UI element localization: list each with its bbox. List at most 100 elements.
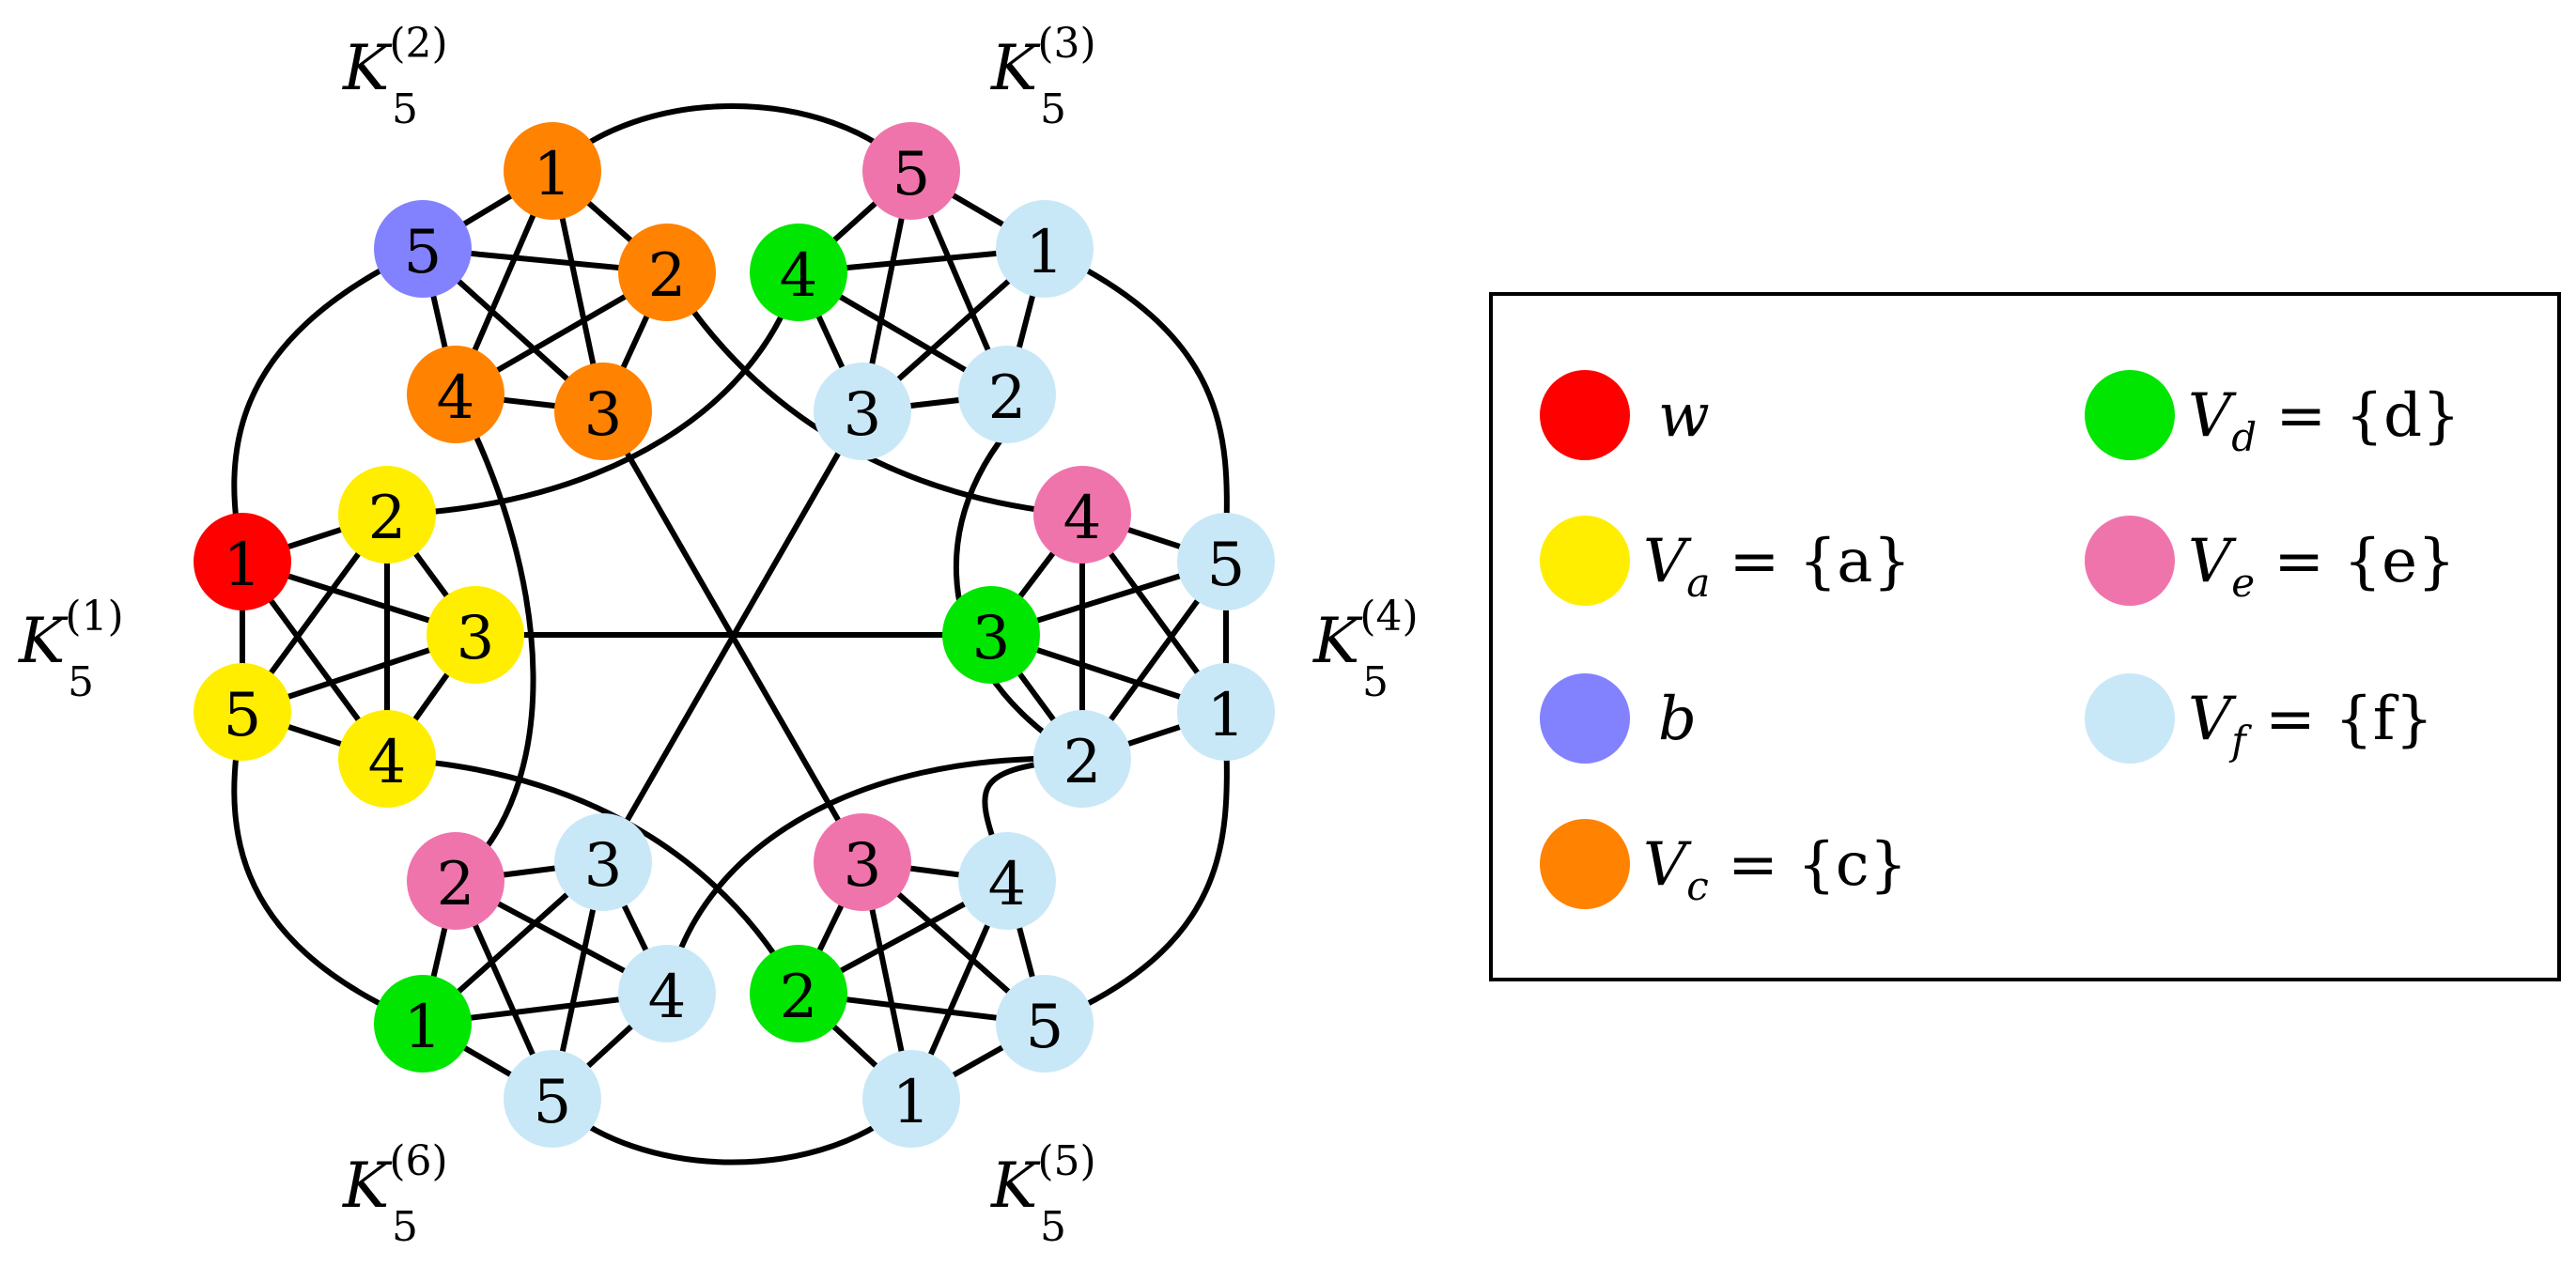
node-label: 1: [1026, 218, 1064, 287]
node-label: 3: [584, 831, 623, 901]
legend-swatch: [2085, 673, 2175, 764]
legend-label: Va = {a}: [1643, 527, 1911, 606]
group-label: K(1)5: [18, 593, 124, 706]
node-label: 1: [892, 1068, 931, 1137]
connecting-edge: [384, 270, 801, 517]
graph-node: 5: [1177, 513, 1275, 610]
connecting-edge: [600, 409, 865, 865]
group-label: K(5)5: [990, 1137, 1096, 1251]
node-circle: [618, 224, 716, 321]
node-label: 5: [404, 218, 442, 287]
node-circle: [338, 710, 436, 808]
node-circle: [942, 586, 1040, 684]
node-label: 1: [224, 531, 262, 600]
node-label: 4: [368, 728, 407, 797]
graph-node: 1: [1177, 663, 1275, 761]
node-label: 3: [457, 604, 495, 673]
node-circle: [194, 663, 291, 761]
node-circle: [750, 224, 847, 321]
node-label: 2: [648, 241, 687, 311]
node-circle: [374, 975, 472, 1073]
node-circle: [427, 586, 524, 684]
graph-node: 2: [958, 346, 1056, 443]
node-label: 1: [534, 140, 572, 209]
legend-entry: Vd = {d}: [2085, 370, 2460, 460]
graph-node: 4: [407, 346, 504, 443]
legend-entry: Vf = {f}: [2085, 673, 2433, 764]
node-circle: [862, 1050, 960, 1148]
node-label: 3: [584, 380, 623, 450]
node-circle: [504, 1050, 601, 1148]
node-label: 2: [780, 963, 818, 1032]
node-circle: [554, 363, 652, 460]
connecting-edge: [550, 103, 914, 174]
legend-label: w: [1658, 381, 1710, 451]
node-label: 3: [844, 831, 882, 901]
graph-node: 2: [618, 224, 716, 321]
node-circle: [814, 813, 911, 911]
graph-node: 4: [958, 832, 1056, 930]
legend-entry: w: [1540, 370, 1710, 460]
node-label: 2: [437, 850, 475, 919]
node-label: 5: [534, 1068, 572, 1137]
node-label: 5: [1207, 531, 1246, 600]
node-label: 4: [648, 963, 687, 1032]
legend-label: Ve = {e}: [2188, 527, 2456, 606]
graph-node: 3: [942, 586, 1040, 684]
graph-node: 5: [504, 1050, 601, 1148]
legend-entry: Vc = {c}: [1540, 819, 1907, 909]
legend-label: Vf = {f}: [2188, 685, 2433, 764]
graph-node: 1: [504, 122, 601, 220]
legend-entry: Va = {a}: [1540, 516, 1911, 606]
node-circle: [618, 945, 716, 1042]
legend-label: Vd = {d}: [2188, 381, 2460, 460]
node-label: 2: [1063, 728, 1102, 797]
node-circle: [407, 346, 504, 443]
group-label: K(2)5: [342, 20, 448, 133]
node-label: 5: [892, 140, 931, 209]
connecting-edge: [453, 392, 536, 884]
graph-node: 1: [374, 975, 472, 1073]
graph-node: 5: [996, 975, 1094, 1073]
node-label: 4: [437, 363, 475, 433]
node-label: 1: [1207, 681, 1246, 750]
graph-node: 3: [814, 813, 911, 911]
legend-swatch: [1540, 516, 1630, 606]
legend-swatch: [2085, 516, 2175, 606]
node-circle: [504, 122, 601, 220]
graph-node: 1: [194, 513, 291, 610]
graph-node: 5: [862, 122, 960, 220]
graph-node: 3: [554, 813, 652, 911]
node-label: 2: [988, 363, 1027, 433]
legend-box: [1489, 292, 2561, 981]
graph-node: 1: [996, 200, 1094, 298]
legend-label: Vc = {c}: [1643, 830, 1907, 909]
node-circle: [996, 200, 1094, 298]
connecting-edge: [664, 755, 1085, 996]
group-label: K(3)5: [990, 20, 1096, 133]
node-circle: [407, 832, 504, 930]
graph-node: 4: [618, 945, 716, 1042]
graph-node: 3: [814, 363, 911, 460]
node-label: 4: [988, 850, 1027, 919]
legend-swatch: [1540, 673, 1630, 764]
node-circle: [1177, 513, 1275, 610]
legend-swatch: [1540, 819, 1630, 909]
node-label: 3: [844, 380, 882, 450]
node-label: 4: [1063, 484, 1102, 553]
node-label: 5: [1026, 993, 1064, 1062]
graph-node: 4: [338, 710, 436, 808]
legend-entry: Ve = {e}: [2085, 516, 2456, 606]
legend-entry: b: [1540, 673, 1697, 764]
graph-node: 2: [750, 945, 847, 1042]
graph-node: 5: [194, 663, 291, 761]
node-circle: [750, 945, 847, 1042]
connecting-edge: [954, 392, 1085, 762]
graph-node: 4: [750, 224, 847, 321]
legend-label: b: [1658, 685, 1697, 754]
node-circle: [958, 346, 1056, 443]
node-label: 2: [368, 484, 407, 553]
node-circle: [338, 466, 436, 564]
node-circle: [374, 200, 472, 298]
